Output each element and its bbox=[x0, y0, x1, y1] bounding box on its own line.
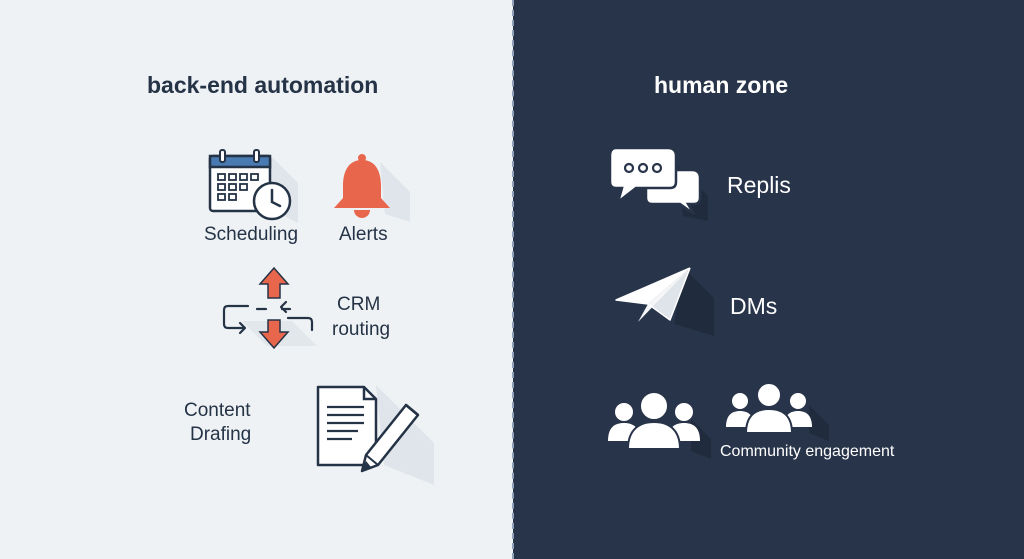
automation-heading: back-end automation bbox=[147, 72, 379, 98]
people-group-icon bbox=[724, 381, 829, 441]
dms-label: DMs bbox=[730, 293, 778, 319]
human-zone-heading: human zone bbox=[654, 72, 789, 98]
crm-label-line1: CRM bbox=[337, 294, 381, 315]
content-label-line2: Drafing bbox=[190, 424, 252, 445]
replies-label: Replis bbox=[727, 172, 791, 198]
calendar-clock-icon bbox=[208, 148, 298, 223]
human-zone-panel bbox=[513, 0, 1024, 559]
paper-plane-icon bbox=[614, 266, 714, 336]
chat-bubbles-icon bbox=[608, 146, 708, 221]
dashed-divider bbox=[512, 0, 514, 559]
community-label: Community engagement bbox=[720, 443, 895, 460]
content-label-line1: Content bbox=[184, 400, 251, 421]
people-group-icon bbox=[606, 389, 711, 459]
alerts-label: Alerts bbox=[339, 224, 388, 245]
scheduling-label: Scheduling bbox=[204, 224, 299, 245]
bell-icon bbox=[330, 152, 410, 222]
crm-label-line2: routing bbox=[332, 319, 391, 340]
document-pencil-icon bbox=[314, 385, 434, 485]
routing-arrows-icon bbox=[222, 266, 317, 351]
